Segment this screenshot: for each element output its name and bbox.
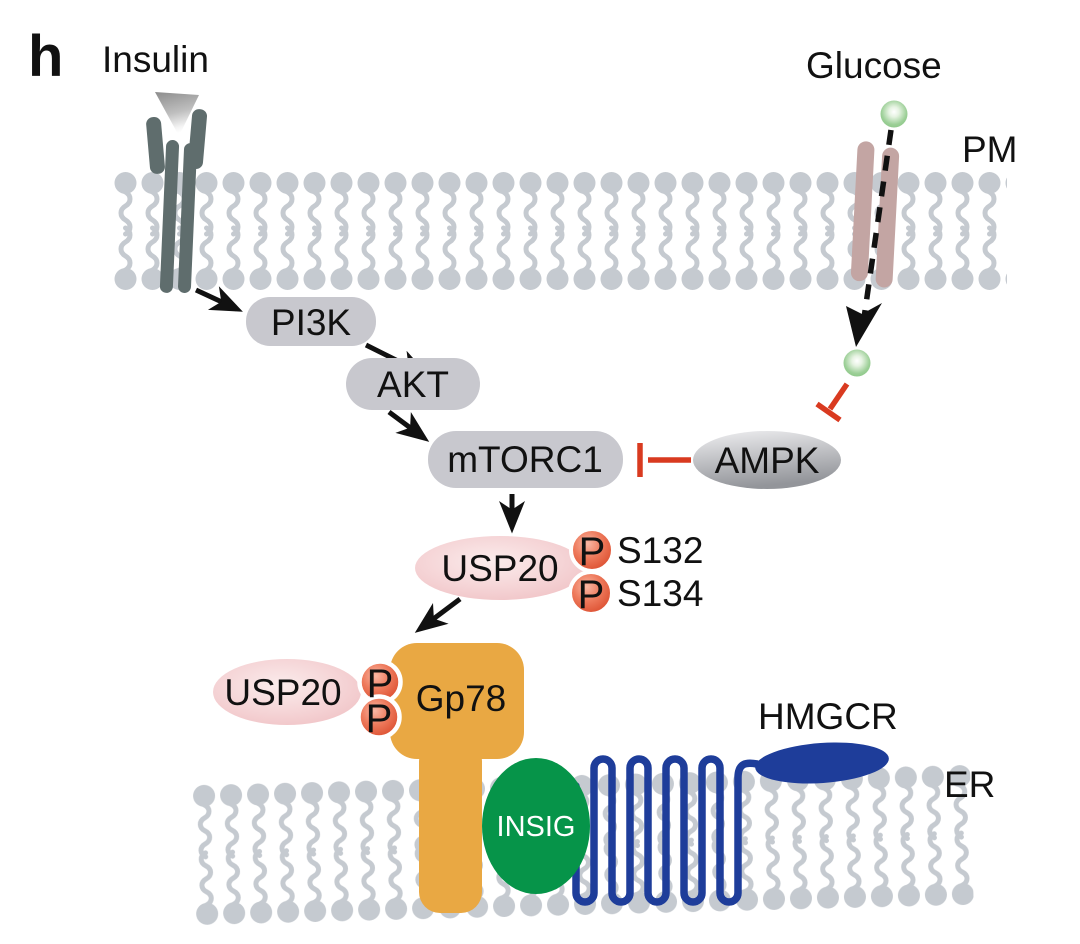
glucose-entry-dashed-line xyxy=(861,129,894,319)
transporter-helix xyxy=(850,141,875,282)
receptor-beta-chain xyxy=(159,140,180,293)
pi3k-label: PI3K xyxy=(271,302,352,343)
insulin-ligand-icon xyxy=(155,92,199,136)
gp78-stem xyxy=(419,740,482,913)
insulin-label: Insulin xyxy=(102,39,209,80)
glucose-entry-arrowhead-icon xyxy=(846,303,882,347)
phospho-p-label: P xyxy=(367,662,394,706)
gp78-label: Gp78 xyxy=(416,678,507,719)
gp78-node xyxy=(390,643,524,913)
usp20-lower-node xyxy=(213,659,361,725)
glucose-label: Glucose xyxy=(806,45,942,86)
usp20-lower-label: USP20 xyxy=(224,672,341,713)
inhibit-tbar xyxy=(815,401,842,423)
phosphosite-s134-label: S134 xyxy=(617,573,703,614)
arrow-receptor-to-pi3k xyxy=(194,286,243,312)
usp20-upper-label: USP20 xyxy=(441,548,558,589)
phospho-p-label: P xyxy=(578,573,605,617)
insig-label: INSIG xyxy=(497,811,576,843)
pm-label: PM xyxy=(962,129,1018,170)
usp20-gp78-complex: USP20 P P Gp78 xyxy=(213,659,506,741)
insig-node xyxy=(482,758,590,894)
inhibition-ampk-to-mtorc1 xyxy=(637,443,691,477)
insulin-receptor-icon xyxy=(146,109,208,293)
receptor-beta-chain xyxy=(178,143,197,293)
panel-label: h xyxy=(28,24,63,89)
mtorc1-node xyxy=(428,431,623,488)
phospho-p-label: P xyxy=(579,530,606,574)
ampk-label: AMPK xyxy=(715,440,820,481)
hmgcr-transmembrane-loops-icon xyxy=(572,755,761,906)
arrow-akt-to-mtorc1 xyxy=(387,409,430,442)
arrow-usp20-to-gp78 xyxy=(414,597,462,633)
phospho-p-label: P xyxy=(366,697,393,741)
hmgcr-node xyxy=(755,742,889,784)
glucose-molecule-intracellular-icon xyxy=(843,349,871,377)
er-label: ER xyxy=(944,764,995,805)
usp20-upper-node xyxy=(415,536,585,600)
mtorc1-label: mTORC1 xyxy=(447,439,603,480)
inhibition-glucose-to-ampk xyxy=(815,382,850,423)
hmgcr-label: HMGCR xyxy=(758,696,898,737)
inhibit-shaft xyxy=(827,382,850,411)
akt-node xyxy=(346,358,480,410)
akt-label: AKT xyxy=(377,364,449,405)
phospho-badge-icon xyxy=(568,570,614,616)
phosphosite-s132-label: S132 xyxy=(617,530,703,571)
usp20-phosphorylated-complex: USP20 P P S132 S134 xyxy=(415,527,703,617)
phospho-badge-icon xyxy=(356,694,402,740)
receptor-alpha-chain xyxy=(146,116,165,174)
pi3k-node xyxy=(246,297,376,346)
ampk-node xyxy=(693,431,841,489)
gp78-head xyxy=(390,643,524,759)
receptor-alpha-chain xyxy=(187,109,208,169)
glucose-molecule-extracellular-icon xyxy=(880,100,908,128)
